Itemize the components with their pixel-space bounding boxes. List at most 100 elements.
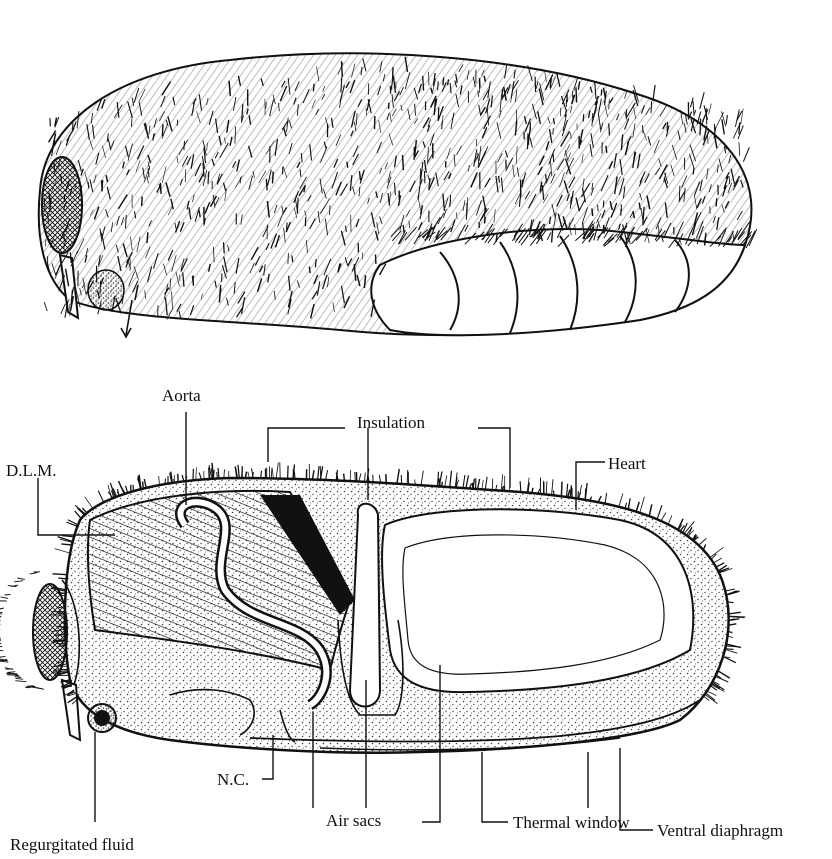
hair-stroke [743, 147, 749, 161]
hair-stroke [17, 578, 25, 579]
hair-stroke [209, 467, 210, 479]
hair-stroke [0, 637, 1, 638]
hair-stroke [502, 89, 503, 98]
hair-stroke [355, 472, 356, 481]
hair-stroke [61, 544, 72, 545]
hair-stroke [218, 468, 219, 479]
hair-stroke [365, 473, 366, 482]
hair-stroke [184, 141, 185, 150]
hair-stroke [706, 108, 707, 125]
hair-stroke [443, 77, 444, 85]
hair-stroke [710, 547, 724, 557]
hair-stroke [702, 114, 706, 125]
label-insulation: Insulation [357, 414, 425, 431]
hair-stroke [739, 142, 740, 156]
hair-stroke [436, 99, 437, 105]
hair-stroke [147, 232, 148, 243]
hair-stroke [224, 242, 225, 253]
hair-stroke [0, 661, 8, 662]
hair-stroke [15, 678, 23, 679]
hair-stroke [407, 470, 408, 484]
hair-stroke [709, 104, 712, 115]
hair-stroke [605, 493, 607, 503]
hair-stroke [504, 486, 505, 491]
insulation-leader-right [478, 428, 510, 488]
hair-stroke [208, 172, 209, 184]
hair-stroke [350, 470, 351, 481]
hair-stroke [300, 169, 301, 176]
hair-stroke [561, 482, 562, 497]
hair-stroke [292, 255, 293, 262]
hair-stroke [585, 483, 587, 500]
hair-stroke [75, 511, 81, 519]
hair-stroke [313, 84, 314, 92]
hair-stroke [165, 479, 166, 485]
hair-stroke [463, 475, 465, 488]
hair-stroke [100, 281, 101, 294]
hair-stroke [54, 635, 65, 636]
hair-stroke [0, 656, 6, 658]
hair-stroke [651, 101, 652, 113]
hair-stroke [485, 217, 486, 224]
hair-stroke [217, 472, 218, 479]
thermal-window-leader-a [482, 752, 508, 822]
hair-stroke [58, 578, 66, 579]
hair-stroke [714, 558, 722, 563]
label-aorta: Aorta [162, 387, 201, 404]
hair-stroke [273, 172, 274, 184]
hair-stroke [0, 614, 2, 615]
label-ventral-diaphragm: Ventral diaphragm [657, 822, 783, 839]
hair-stroke [318, 466, 319, 480]
hair-stroke [570, 485, 571, 497]
hair-stroke [196, 467, 197, 480]
label-dlm: D.L.M. [6, 462, 57, 479]
hair-stroke [546, 174, 547, 181]
hair-stroke [726, 115, 727, 125]
bee-cross-section-figure [33, 478, 729, 753]
hair-stroke [552, 479, 553, 495]
hair-stroke [657, 505, 662, 519]
hair-stroke [552, 230, 553, 242]
hair-stroke [53, 574, 68, 575]
hair-stroke [14, 581, 23, 582]
hair-stroke [224, 469, 225, 478]
hair-stroke [703, 544, 705, 549]
hair-stroke [421, 471, 423, 486]
hair-stroke [390, 86, 391, 94]
hair-stroke [485, 477, 487, 490]
hair-stroke [532, 488, 533, 493]
hair-stroke [276, 462, 278, 478]
hair-stroke [649, 504, 652, 516]
hair-stroke [535, 77, 536, 92]
hair-stroke [579, 485, 582, 499]
hair-stroke [715, 676, 728, 682]
hair-stroke [30, 573, 38, 575]
hair-stroke [729, 619, 740, 621]
hair-stroke [266, 179, 267, 191]
hair-stroke [330, 205, 331, 215]
hair-stroke [159, 476, 160, 485]
hair-stroke [403, 225, 404, 234]
hair-stroke [342, 61, 343, 77]
hair-stroke [550, 217, 551, 224]
insulation-leader-left [268, 428, 345, 462]
hair-stroke [522, 179, 523, 187]
hair-stroke [162, 124, 163, 136]
hair-stroke [315, 259, 316, 267]
hair-stroke [576, 87, 577, 102]
hair-stroke [62, 536, 74, 537]
hair-stroke [0, 643, 1, 644]
hair-stroke [448, 79, 449, 85]
hair-stroke [729, 176, 730, 184]
hair-stroke [53, 640, 66, 641]
hair-stroke [661, 513, 666, 522]
hair-stroke [567, 484, 568, 497]
hair-stroke [693, 101, 694, 114]
hair-stroke [438, 81, 439, 90]
hair-stroke [0, 647, 2, 648]
label-heart: Heart [608, 455, 646, 472]
hair-stroke [50, 118, 51, 126]
hair-stroke [238, 465, 239, 478]
hair-stroke [716, 563, 724, 567]
label-nc: N.C. [217, 771, 249, 788]
